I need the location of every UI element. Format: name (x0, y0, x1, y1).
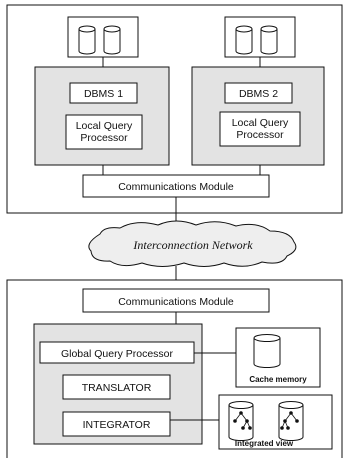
local-query-processor-2 (219, 111, 301, 147)
database-icon (103, 25, 121, 55)
tree-database-icon (228, 401, 254, 441)
translator-label: TRANSLATOR (82, 382, 152, 394)
cache-memory-label: Cache memory (249, 375, 307, 384)
disk-pair-1 (67, 16, 139, 58)
lqp1-label-line1: Local Query (76, 120, 133, 132)
database-icon (78, 25, 96, 55)
local-query-processor-1 (65, 114, 143, 150)
lqp2-label-line1: Local Query (232, 117, 289, 129)
global-query-processor-label: Global Query Processor (61, 348, 174, 360)
lqp1-label-line2: Processor (80, 132, 128, 144)
bottom-site-frame (6, 279, 343, 458)
database-icon (235, 25, 253, 55)
database-icon (260, 25, 278, 55)
integrator-box (62, 411, 171, 437)
dbms1-box (69, 82, 138, 104)
dbms2-box (224, 82, 293, 104)
dbms2-label: DBMS 2 (239, 88, 278, 100)
integrator-label: INTEGRATOR (83, 419, 151, 431)
disk-pair-2 (224, 16, 296, 58)
dbms1-label: DBMS 1 (84, 88, 123, 100)
interconnection-network-cloud (88, 220, 297, 267)
integrated-view-label: Integrated view (235, 439, 294, 448)
network-label: Interconnection Network (132, 238, 253, 252)
lqp2-label-line2: Processor (236, 129, 284, 141)
tree-database-icon (278, 401, 304, 441)
top-comm-module-label: Communications Module (118, 181, 234, 193)
bottom-comm-module-label: Communications Module (118, 296, 234, 308)
cache-database-icon (253, 334, 281, 368)
translator-box (62, 374, 171, 400)
